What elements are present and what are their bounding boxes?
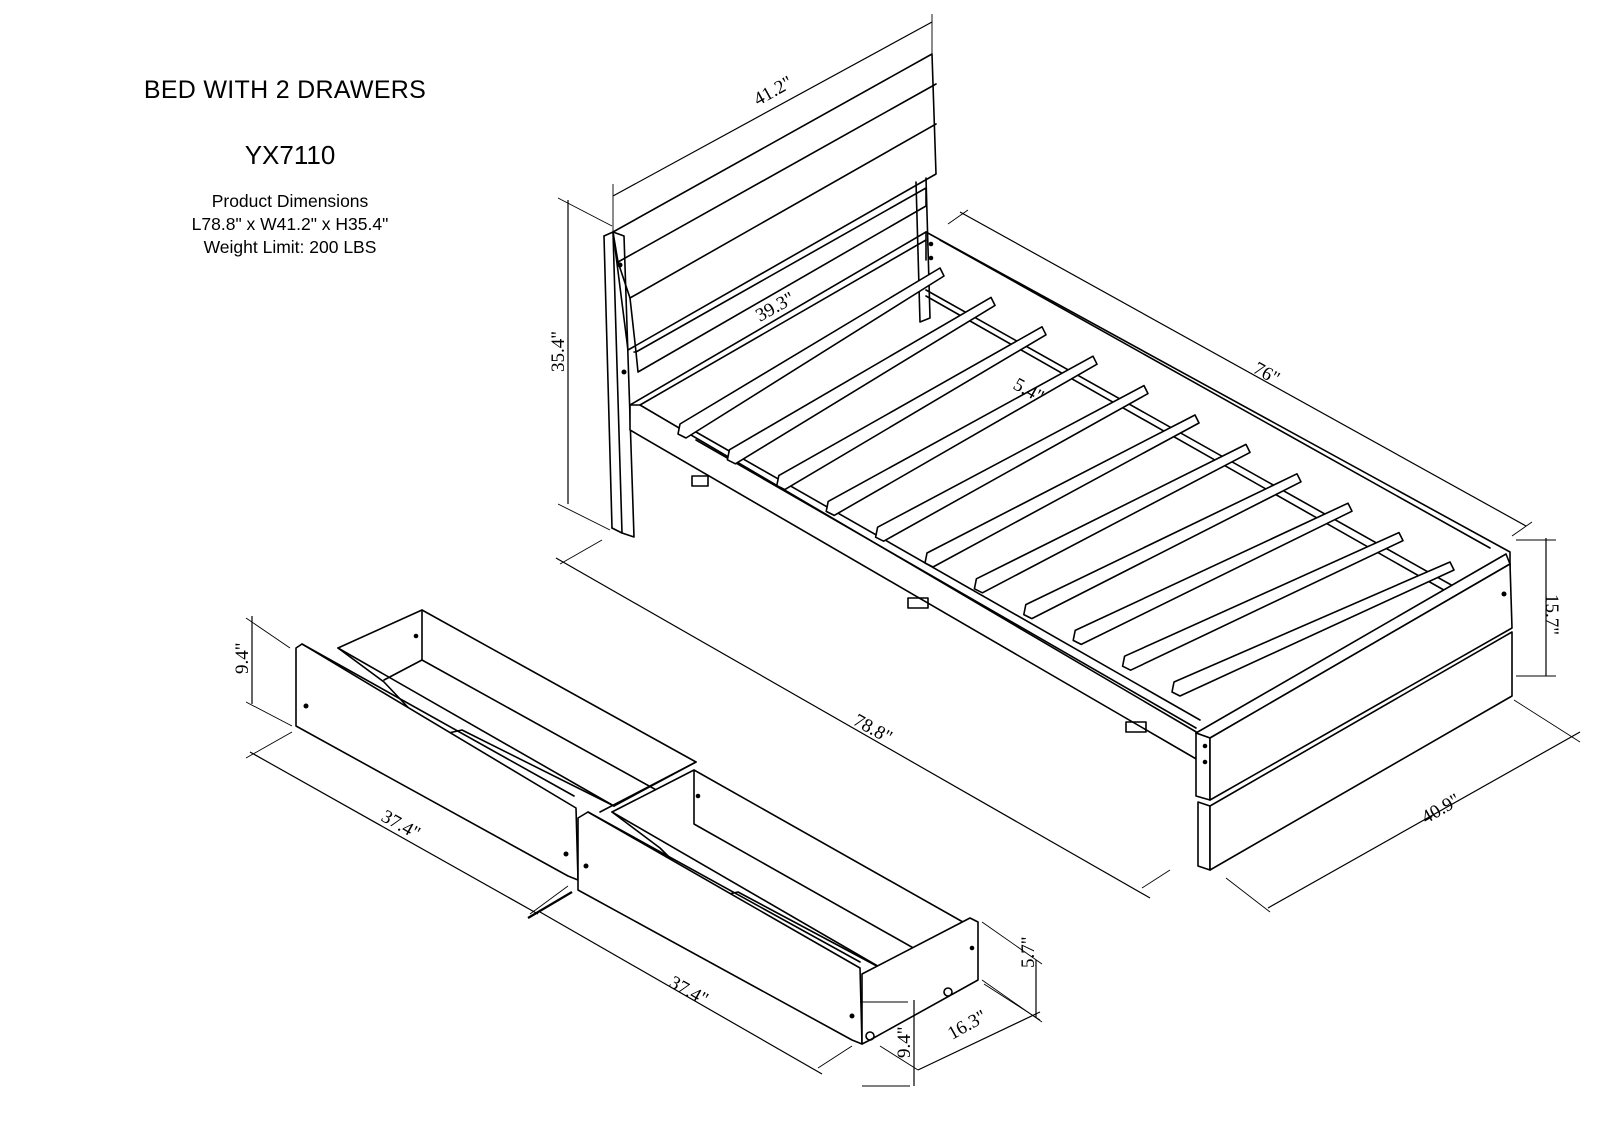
drawer-2: [577, 769, 979, 1045]
slat: [775, 325, 1047, 491]
product-info: Product Dimensions L78.8" x W41.2" x H35…: [110, 190, 470, 259]
slat: [726, 296, 996, 465]
slat: [1121, 531, 1404, 672]
dimensions-heading: Product Dimensions: [211, 191, 369, 211]
label-headboard-height: 35.4": [548, 331, 569, 372]
label-drawer1-length: 37.4": [378, 806, 424, 844]
label-drawer1-height: 9.4": [232, 642, 253, 674]
slat: [874, 384, 1149, 543]
label-headboard-width: 41.2": [750, 72, 796, 110]
label-bed-height: 15.7": [1541, 594, 1562, 635]
slat: [825, 355, 1098, 517]
slat: [677, 267, 945, 439]
slat: [1072, 502, 1353, 646]
slat: [1171, 561, 1455, 697]
headboard: [603, 53, 937, 538]
label-drawer2-length: 37.4": [666, 972, 712, 1010]
weight-limit: Weight Limit: 200 LBS: [203, 237, 377, 257]
slat: [973, 443, 1251, 594]
label-footboard-width: 40.9": [1418, 790, 1464, 829]
label-side-rail-length: 76": [1250, 358, 1284, 389]
footboard: [1195, 553, 1513, 871]
product-title: BED WITH 2 DRAWERS: [143, 76, 427, 104]
model-number: YX7110: [244, 140, 336, 170]
slat: [1022, 472, 1302, 620]
drawer-1: [295, 609, 697, 881]
label-drawer2-box-height: 5.7": [1018, 936, 1039, 968]
dimensions-value: L78.8" x W41.2" x H35.4": [191, 214, 389, 234]
slat: [924, 414, 1200, 568]
label-overall-length: 78.8": [850, 710, 896, 748]
slats: [677, 267, 1455, 697]
label-drawer2-height: 9.4": [894, 1026, 915, 1058]
